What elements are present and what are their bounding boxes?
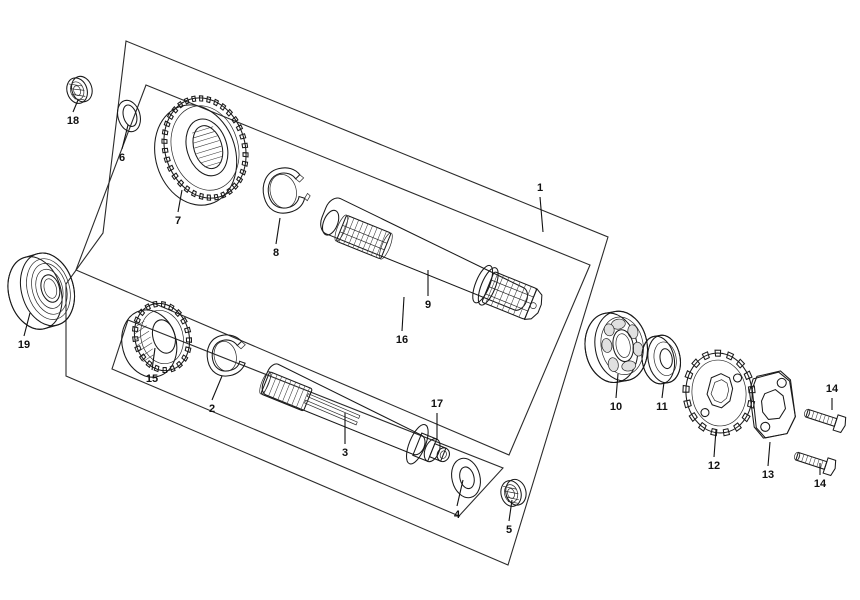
part-19-ball-bearing (7, 252, 75, 330)
part-18-oil-seal (66, 75, 93, 104)
gear-tooth (747, 385, 756, 394)
callout-thrust-washer[interactable]: 6 (119, 124, 129, 164)
callout-leader-line (508, 499, 513, 522)
callout-leader-line (23, 312, 31, 337)
callout-flange-bolt-lower[interactable]: 14 (814, 463, 827, 490)
callout-number: 10 (610, 401, 622, 413)
countershaft-spline (259, 371, 313, 412)
callout-leader-line (661, 381, 665, 399)
gear-tooth (701, 351, 710, 361)
callout-circlip-countershaft[interactable]: 2 (209, 375, 223, 415)
callout-flange-bolt-upper[interactable]: 14 (826, 383, 839, 410)
mainshaft-output-spline (472, 264, 543, 320)
gear-tooth (682, 384, 690, 393)
part-4-washer (451, 457, 481, 499)
gear-tooth (743, 370, 753, 381)
callout-leader-line (456, 479, 464, 507)
gear-tooth (683, 399, 692, 409)
callout-number: 18 (67, 115, 79, 127)
callout-leader-line (275, 217, 281, 245)
part-14-flange-bolt-upper (804, 408, 847, 434)
callout-countershaft-collar[interactable]: 17 (431, 398, 443, 440)
callout-number: 17 (431, 398, 443, 410)
callout-leader-line (177, 189, 183, 213)
callout-leader-line (539, 196, 544, 233)
gear-tooth (722, 428, 731, 437)
part-6-thrust-washer (117, 99, 141, 133)
part-5-oil-seal (500, 478, 527, 507)
callout-bearing-output[interactable]: 10 (610, 373, 622, 413)
callout-leader-line (615, 373, 619, 399)
callout-circlip-mainshaft[interactable]: 8 (273, 217, 281, 259)
callout-leader-line (121, 124, 129, 150)
callout-sprocket-retainer-plate[interactable]: 13 (762, 441, 774, 481)
callout-number: 13 (762, 469, 774, 481)
callout-number: 12 (708, 460, 720, 472)
callout-oil-seal-output[interactable]: 11 (656, 381, 668, 413)
gear-tooth (714, 349, 722, 357)
callout-number: 5 (506, 524, 512, 536)
gear-tooth (691, 358, 701, 369)
gear-tooth (735, 358, 746, 369)
gear-tooth (710, 427, 718, 437)
gear-tooth (697, 421, 707, 432)
callout-leader-line (401, 296, 405, 332)
callout-number: 3 (342, 447, 348, 459)
part-16-mainshaft (320, 197, 543, 320)
part-11-oil-seal (641, 334, 681, 385)
inner-frame-upper (75, 84, 591, 456)
callout-number: 9 (425, 299, 431, 311)
callout-mainshaft-detail[interactable]: 9 (425, 270, 431, 311)
gear-tooth (741, 412, 751, 423)
callout-mainshaft[interactable]: 16 (396, 296, 408, 346)
callout-number: 14 (826, 383, 839, 395)
callout-oil-seal-small[interactable]: 5 (506, 499, 513, 536)
callout-number: 6 (119, 152, 125, 164)
callout-number: 15 (146, 373, 158, 385)
callout-leader-line (211, 375, 223, 401)
callout-number: 16 (396, 334, 408, 346)
part-3-countershaft (259, 363, 450, 465)
outer-assembly-boundary (65, 40, 609, 566)
callout-drive-gear[interactable]: 15 (146, 347, 158, 385)
callout-number: 19 (18, 339, 30, 351)
gear-tooth (746, 399, 756, 409)
part-13-retainer-plate (748, 370, 796, 439)
callout-number: 2 (209, 403, 215, 415)
part-8-circlip (262, 167, 311, 214)
callout-leader-line (72, 99, 79, 113)
group-outline-frames (65, 40, 609, 566)
callout-bearing-mainshaft[interactable]: 19 (18, 312, 31, 351)
callout-driven-gear[interactable]: 7 (175, 189, 183, 227)
callout-leader-line (713, 429, 717, 458)
part-15-final-drive-gear (121, 300, 193, 378)
gear-tooth (688, 411, 698, 423)
callout-number: 1 (537, 182, 543, 194)
gear-tooth (733, 422, 742, 433)
mainshaft-spline-band (334, 214, 393, 260)
part-14-flange-bolt-lower (794, 451, 837, 477)
part-10-ball-bearing (584, 310, 649, 384)
callout-number: 8 (273, 247, 279, 259)
callout-number: 4 (454, 509, 461, 521)
gear-tooth (725, 351, 735, 361)
callout-assembly-outline[interactable]: 1 (537, 182, 544, 233)
part-2-circlip (206, 334, 246, 377)
callout-oil-seal-mainshaft[interactable]: 18 (67, 99, 79, 127)
callout-washer[interactable]: 4 (454, 479, 464, 521)
callout-leader-line (767, 441, 771, 467)
callout-drive-sprocket[interactable]: 12 (708, 429, 720, 472)
part-7-final-driven-gear (154, 95, 249, 206)
callout-number: 14 (814, 478, 827, 490)
gear-tooth (684, 370, 694, 380)
inner-frame-lower (111, 319, 504, 517)
callout-number: 7 (175, 215, 181, 227)
callout-countershaft[interactable]: 3 (342, 413, 348, 459)
callout-number: 11 (656, 401, 668, 413)
callout-leader-line (151, 347, 156, 371)
